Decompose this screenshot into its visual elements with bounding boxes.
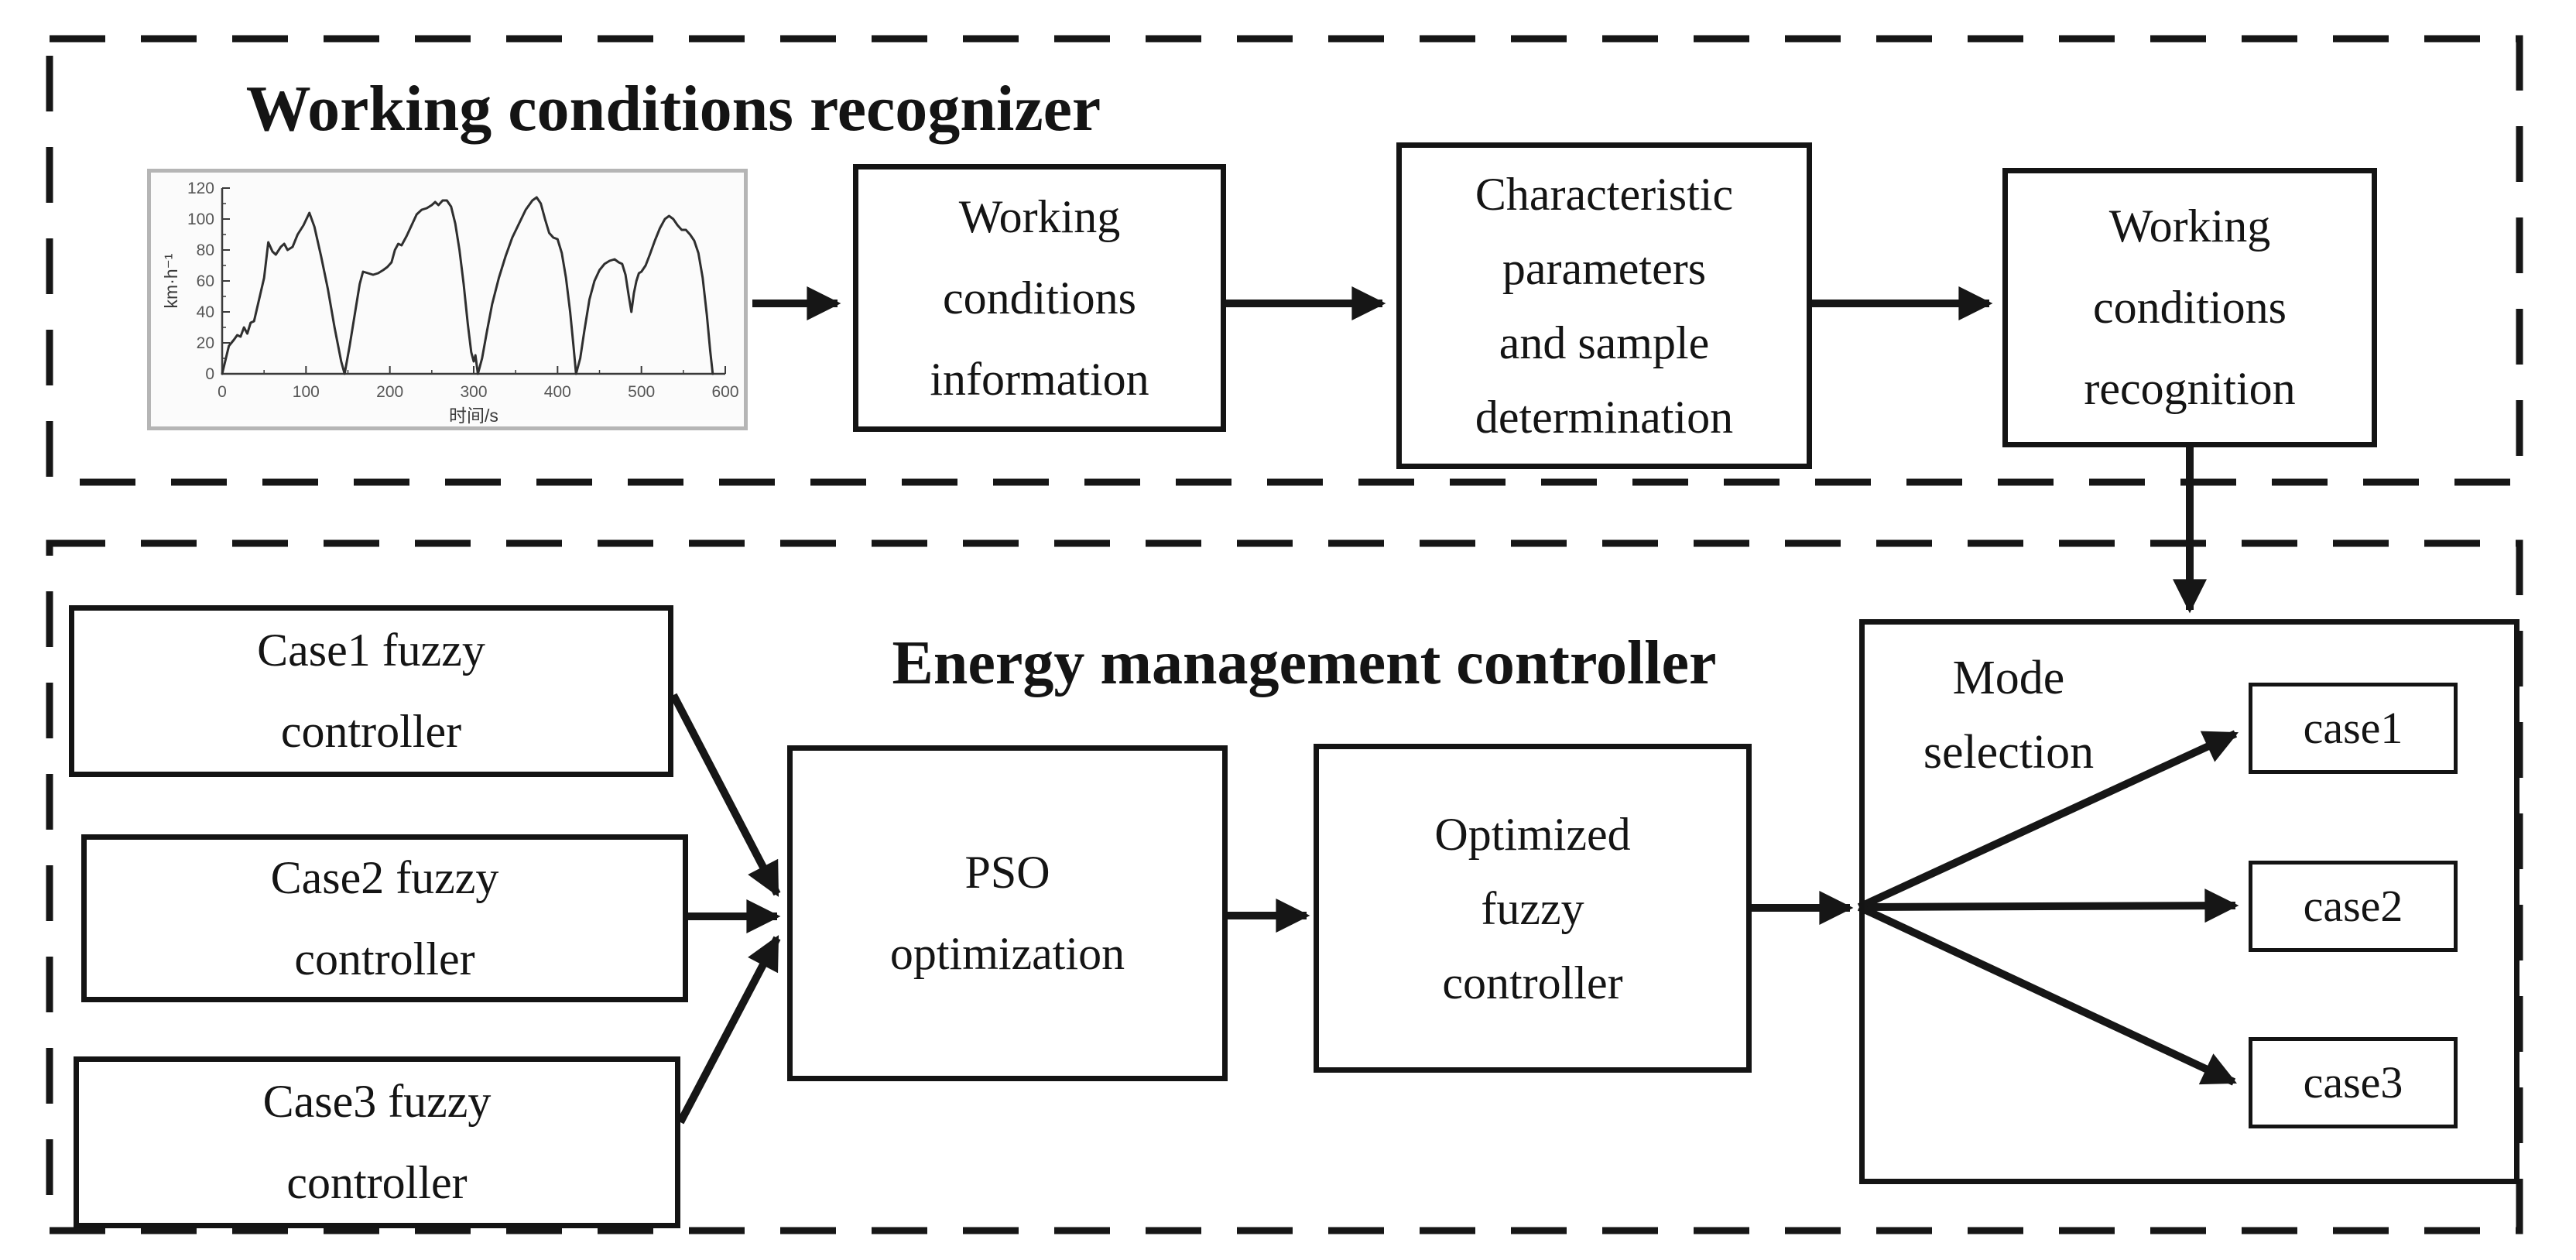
- optimized-fuzzy-controller-box: Optimized fuzzy controller: [1314, 744, 1752, 1073]
- svg-text:80: 80: [197, 241, 214, 259]
- svg-text:40: 40: [197, 303, 214, 321]
- x-axis-label: 时间/s: [449, 406, 498, 426]
- recognizer-title: Working conditions recognizer: [245, 73, 1101, 145]
- svg-text:100: 100: [293, 383, 320, 401]
- arrow-case3-to-pso: [677, 935, 781, 1125]
- case3-fuzzy-controller-box: Case3 fuzzy controller: [74, 1056, 680, 1228]
- mode-option-case1: case1: [2249, 683, 2458, 774]
- controller-title: Energy management controller: [892, 629, 1717, 697]
- arrow-case1-to-pso: [670, 693, 781, 897]
- svg-text:200: 200: [376, 383, 403, 401]
- working-conditions-information-box: Working conditions information: [853, 164, 1226, 432]
- svg-text:600: 600: [711, 383, 738, 401]
- drive-cycle-chart: 0 20 40 60 80 100 120 0 100 200 300 400 500 600 km·h⁻¹…: [147, 169, 748, 430]
- mode-selection-label: Mode selection: [1923, 652, 2095, 779]
- mode-option-case3: case3: [2249, 1037, 2458, 1128]
- svg-text:500: 500: [628, 383, 655, 401]
- speed-curve: [221, 196, 714, 375]
- svg-text:0: 0: [218, 383, 227, 401]
- mode-selection-box: [1859, 619, 2519, 1184]
- case1-fuzzy-controller-box: Case1 fuzzy controller: [69, 605, 673, 777]
- drive-cycle-plot: 0 20 40 60 80 100 120 0 100 200 300 400 500 600 km·h⁻¹…: [161, 180, 739, 426]
- svg-text:300: 300: [460, 383, 487, 401]
- working-conditions-recognition-box: Working conditions recognition: [2002, 168, 2377, 447]
- svg-text:400: 400: [544, 383, 571, 401]
- svg-text:20: 20: [197, 334, 214, 352]
- y-axis-label: km·h⁻¹: [161, 253, 181, 308]
- mode-option-case2: case2: [2249, 861, 2458, 952]
- characteristic-parameters-box: Characteristic parameters and sample det…: [1396, 142, 1812, 469]
- svg-text:60: 60: [197, 272, 214, 290]
- svg-text:100: 100: [187, 211, 214, 228]
- svg-text:120: 120: [187, 180, 214, 197]
- pso-optimization-box: PSO optimization: [787, 745, 1228, 1081]
- svg-text:0: 0: [205, 365, 214, 383]
- case2-fuzzy-controller-box: Case2 fuzzy controller: [81, 834, 688, 1002]
